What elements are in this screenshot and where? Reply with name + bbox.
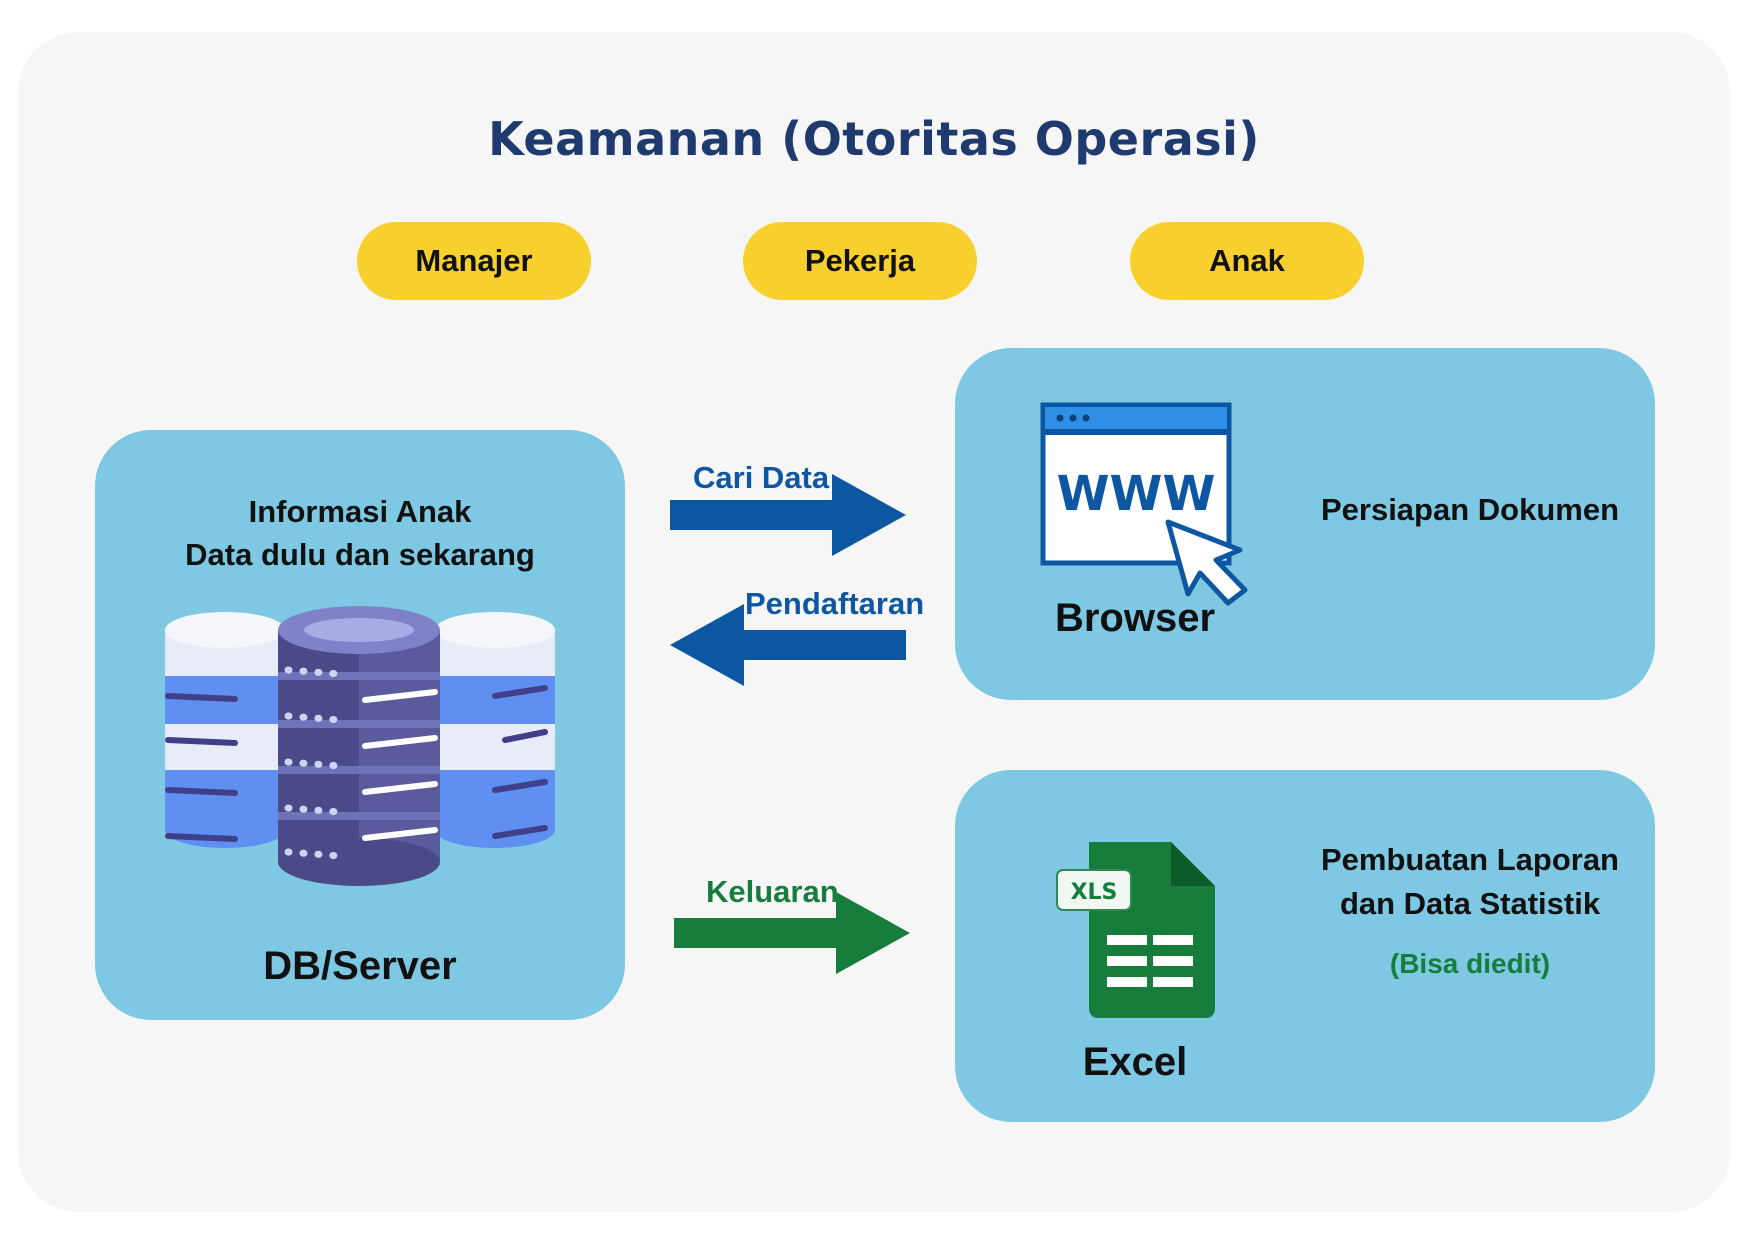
database-server-icon [165,606,555,886]
arrow-right-green-icon [674,892,910,974]
arrow-label-cari-data: Cari Data [693,460,830,495]
page-title: Keamanan (Otoritas Operasi) [488,112,1260,166]
arrow-label-pendaftaran: Pendaftaran [745,586,925,621]
browser-label: Browser [1054,596,1216,640]
right-database-cylinder [435,612,555,848]
role-pill-anak: Anak [1130,222,1364,300]
db-server-label: DB/Server [263,944,457,988]
arrow-right-blue-icon [670,474,906,556]
db-info-line2: Data dulu dan sekarang [185,537,535,572]
left-database-cylinder [165,612,285,848]
excel-xls-badge: XLS [1071,880,1118,905]
browser-description: Persiapan Dokumen [1320,492,1620,527]
excel-description-line1: Pembuatan Laporan [1321,842,1619,877]
browser-www-text: WWW [1057,466,1216,522]
excel-xls-icon: XLS [1056,842,1215,1018]
center-database-cylinder [278,606,440,886]
role-pill-pekerja: Pekerja [743,222,977,300]
excel-description-line2: dan Data Statistik [1339,886,1601,921]
arrow-left-blue-icon [670,604,906,686]
browser-www-icon: WWW [1040,402,1248,606]
excel-label: Excel [1082,1040,1188,1084]
role-pill-manajer: Manajer [357,222,591,300]
excel-editable-note: (Bisa diedit) [1389,948,1551,979]
arrow-label-keluaran: Keluaran [706,874,839,909]
excel-card [955,770,1655,1122]
db-info-line1: Informasi Anak [248,494,472,529]
